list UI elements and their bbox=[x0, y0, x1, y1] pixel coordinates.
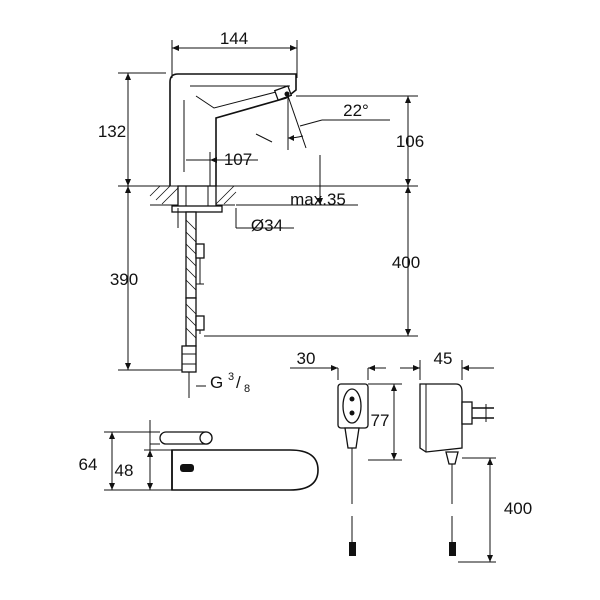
dimension-diameter-34: Ø34 bbox=[177, 208, 294, 235]
dim-label-d34: Ø34 bbox=[251, 216, 283, 235]
dimension-48: 48 bbox=[115, 420, 172, 490]
dimension-106: 106 bbox=[296, 95, 424, 186]
dim-label-48: 48 bbox=[115, 461, 134, 480]
dim-label-106: 106 bbox=[396, 132, 424, 151]
dimension-400-bottom: 400 bbox=[458, 457, 532, 563]
dim-label-400-bottom: 400 bbox=[504, 499, 532, 518]
dimension-400-right: 400 bbox=[204, 186, 420, 337]
thread-numerator: 3 bbox=[228, 371, 234, 383]
dim-label-22-deg: 22° bbox=[343, 101, 369, 120]
faucet-side-view bbox=[169, 73, 297, 186]
dimension-390: 390 bbox=[110, 186, 182, 371]
dimension-30: 30 bbox=[290, 349, 386, 380]
dim-label-390: 390 bbox=[110, 270, 138, 289]
dim-label-107: 107 bbox=[224, 150, 252, 169]
dim-label-64: 64 bbox=[79, 455, 98, 474]
dimension-144: 144 bbox=[171, 29, 298, 78]
dimension-45: 45 bbox=[400, 349, 494, 380]
dim-label-30: 30 bbox=[297, 349, 316, 368]
dim-label-400-right: 400 bbox=[392, 253, 420, 272]
dimension-64: 64 bbox=[79, 431, 172, 491]
power-supply-front bbox=[337, 383, 369, 556]
dimension-77: 77 bbox=[368, 383, 402, 461]
thread-letter: G bbox=[210, 373, 223, 392]
faucet-top-view bbox=[150, 431, 319, 491]
dim-label-max35: max.35 bbox=[290, 190, 346, 209]
dimension-132: 132 bbox=[98, 72, 166, 187]
deck-section bbox=[118, 185, 418, 213]
thread-denominator: 8 bbox=[244, 383, 250, 395]
dim-label-144: 144 bbox=[220, 29, 248, 48]
dim-label-77: 77 bbox=[371, 411, 390, 430]
power-supply-side bbox=[419, 383, 494, 556]
hoses bbox=[181, 211, 205, 398]
dimension-107: 107 bbox=[186, 133, 321, 186]
dim-label-45: 45 bbox=[434, 349, 453, 368]
dimension-max35: max.35 bbox=[236, 186, 358, 209]
thread-slash: / bbox=[236, 373, 241, 392]
dimension-22-degrees: 22° bbox=[287, 95, 390, 150]
thread-label: G 3 / 8 bbox=[196, 371, 250, 395]
dim-label-132: 132 bbox=[98, 122, 126, 141]
